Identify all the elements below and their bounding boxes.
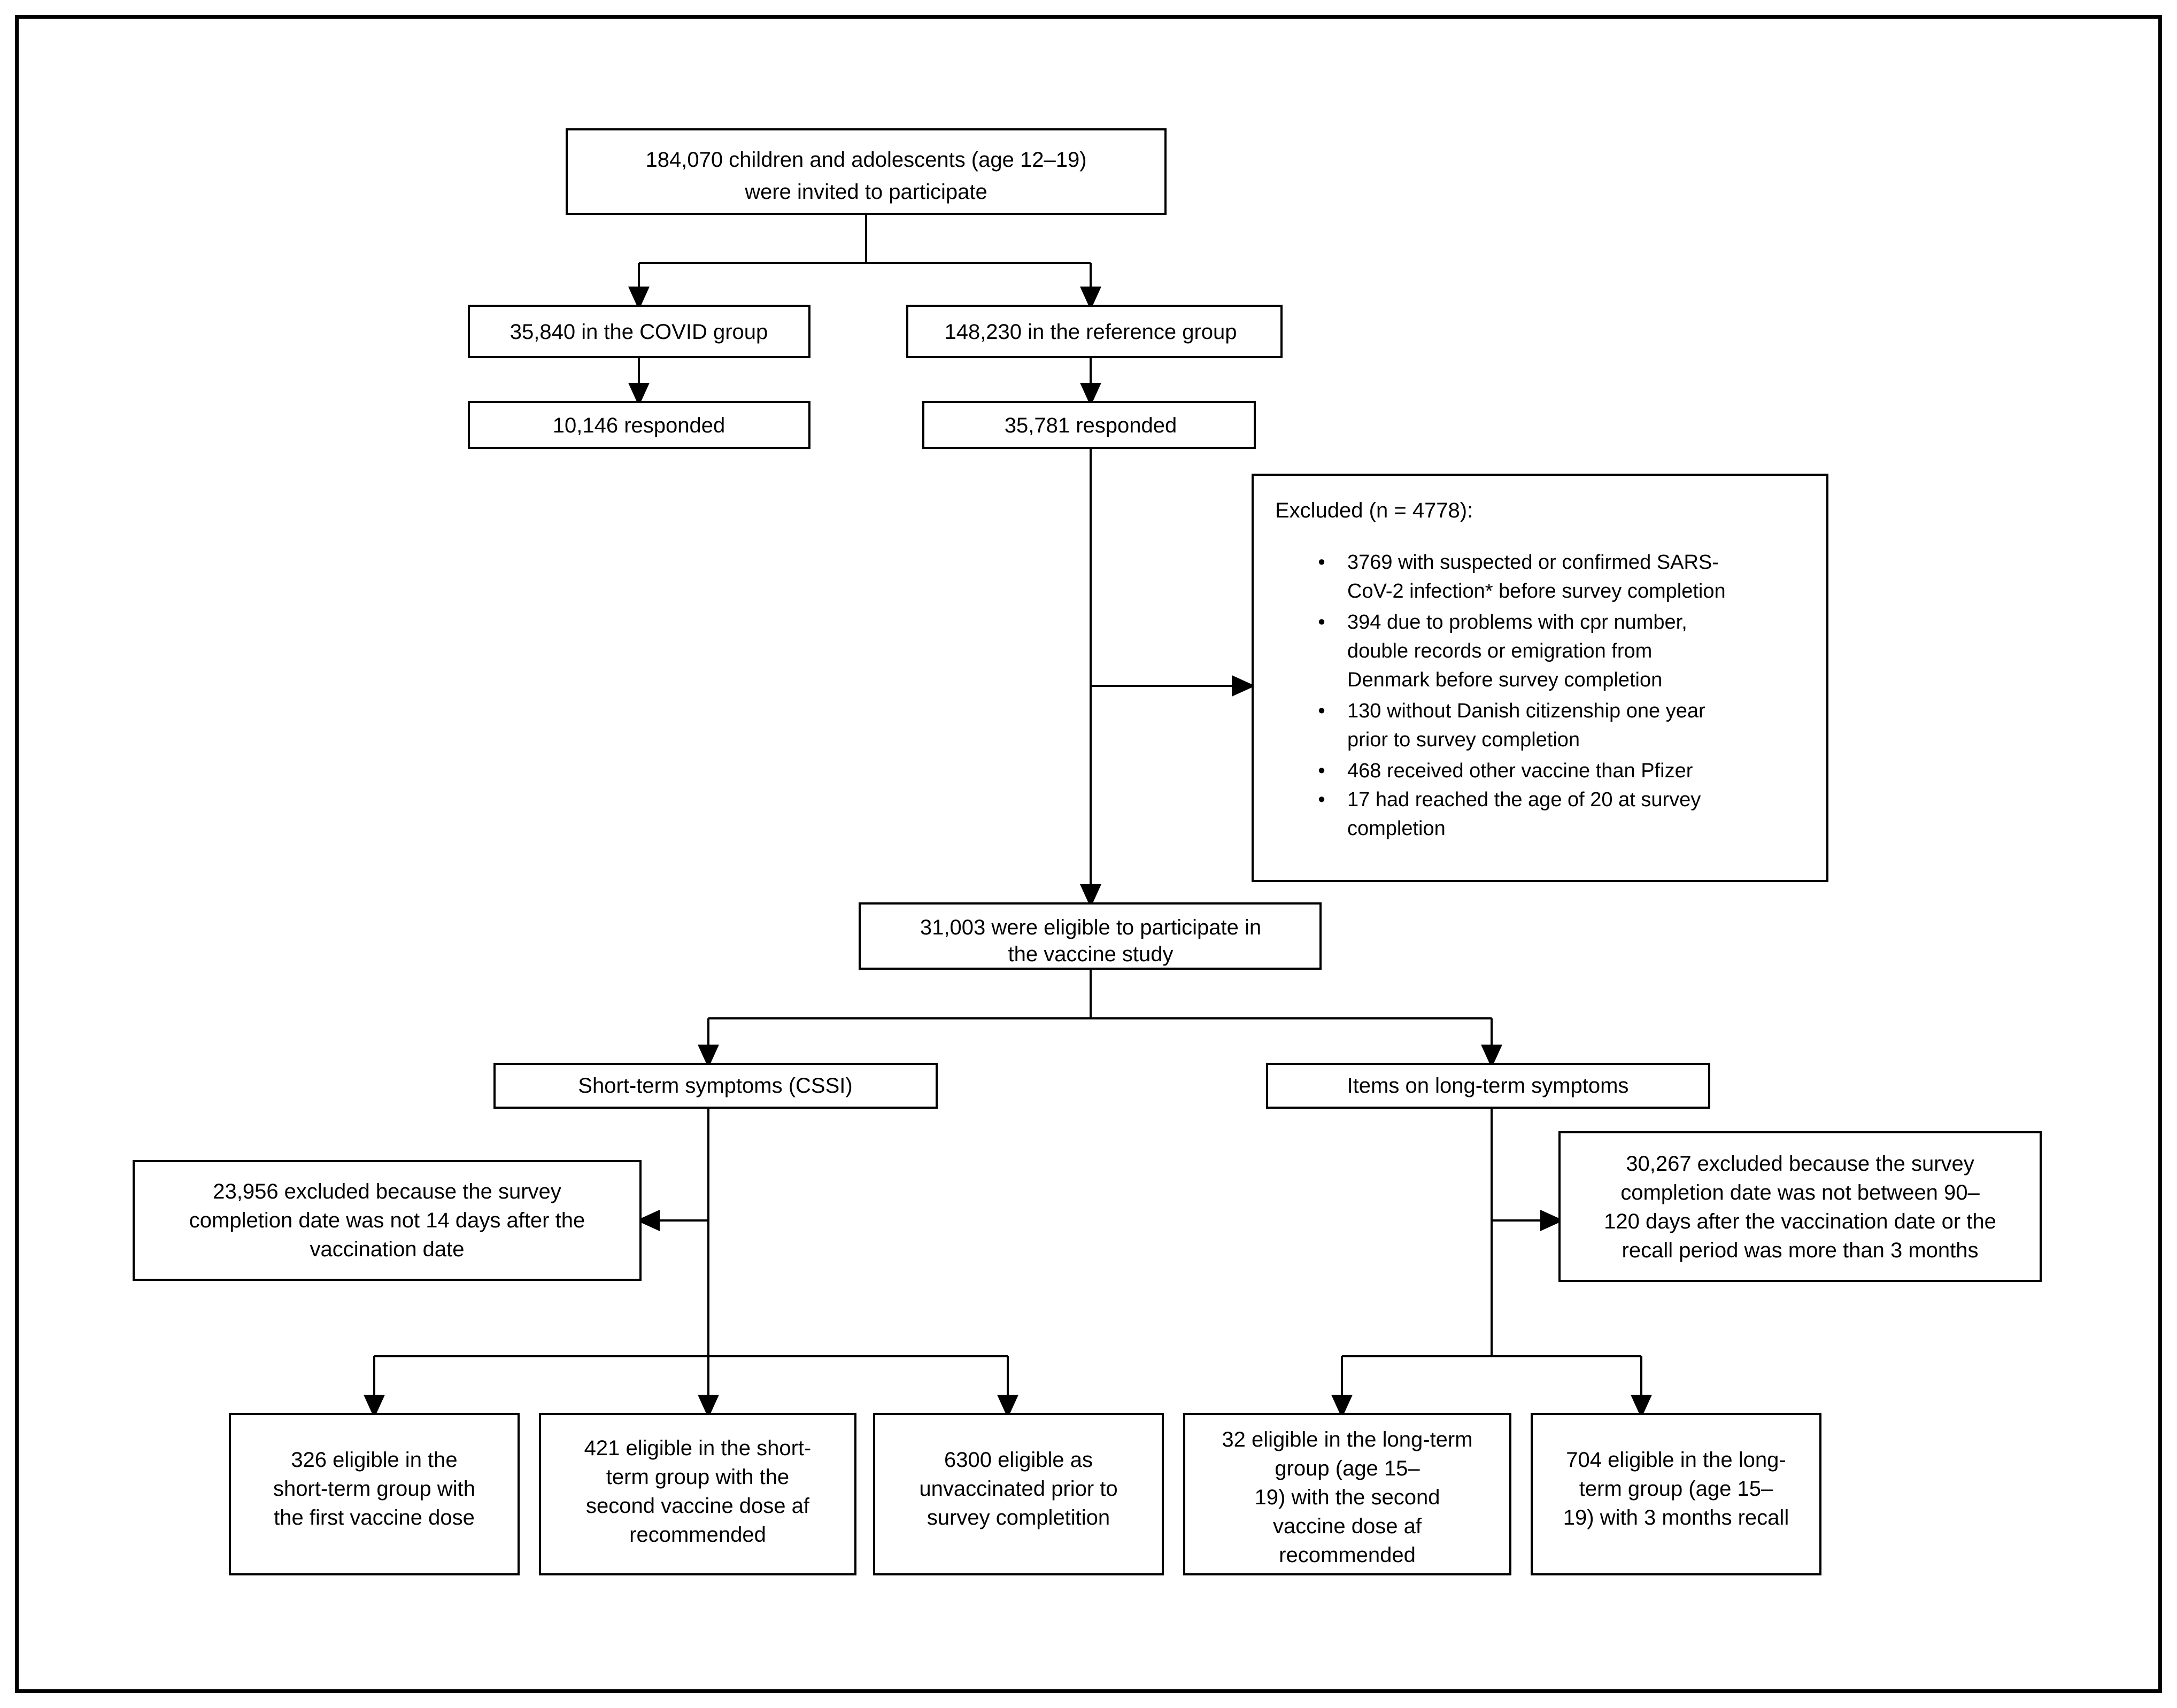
node-short-second-dose-box[interactable] [539, 1413, 856, 1575]
node-long-second-dose-box[interactable] [1183, 1413, 1511, 1575]
node-long-second-dose-line-4: recommended [1279, 1543, 1416, 1567]
node-reference-responded-line-0: 35,781 responded [1005, 414, 1177, 437]
node-short-term-line-0: Short-term symptoms (CSSI) [578, 1074, 852, 1098]
bullet-dot-1: • [1318, 551, 1325, 574]
node-excluded-long-line-1: completion date was not between 90– [1620, 1181, 1980, 1204]
node-excluded-long[interactable]: 30,267 excluded because the survey compl… [1558, 1131, 2042, 1282]
node-long-term-items-line-0: Items on long-term symptoms [1347, 1074, 1629, 1098]
bullet-dot-4: • [1318, 760, 1325, 782]
node-long-recall-line-2: 19) with 3 months recall [1563, 1506, 1789, 1529]
excluded-bullet-2-line-2: Denmark before survey completion [1347, 669, 1662, 691]
node-reference-responded[interactable]: 35,781 responded [922, 401, 1256, 449]
node-short-second-dose[interactable]: 421 eligible in the short- term group wi… [539, 1413, 856, 1575]
node-short-second-dose-line-3: recommended [629, 1523, 766, 1547]
excluded-bullet-2-line-0: 394 due to problems with cpr number, [1347, 611, 1687, 633]
node-reference-responded-box[interactable] [922, 401, 1256, 449]
node-short-second-dose-line-0: 421 eligible in the short- [584, 1436, 812, 1460]
node-excluded-long-line-3: recall period was more than 3 months [1622, 1239, 1979, 1262]
node-short-first-dose-box[interactable] [229, 1413, 520, 1575]
node-invited[interactable]: 184,070 children and adolescents (age 12… [566, 128, 1167, 215]
node-long-recall-line-1: term group (age 15– [1579, 1477, 1773, 1501]
excluded-bullet-5-line-1: completion [1347, 817, 1446, 840]
node-excluded-short-line-1: completion date was not 14 days after th… [189, 1209, 585, 1232]
excluded-bullet-1-line-1: CoV-2 infection* before survey completio… [1347, 580, 1726, 602]
excluded-bullet-4-line-0: 468 received other vaccine than Pfizer [1347, 760, 1693, 782]
node-short-term-box[interactable] [493, 1063, 938, 1109]
node-eligible-vaccine[interactable]: 31,003 were eligible to participate in t… [859, 902, 1322, 970]
bullet-dot-2: • [1318, 611, 1325, 633]
node-long-second-dose[interactable]: 32 eligible in the long-term group (age … [1183, 1413, 1511, 1575]
node-long-second-dose-line-1: group (age 15– [1275, 1457, 1420, 1480]
node-excluded-long-line-0: 30,267 excluded because the survey [1626, 1152, 1974, 1176]
node-long-term-items[interactable]: Items on long-term symptoms [1266, 1063, 1710, 1109]
bullet-dot-5: • [1318, 789, 1325, 811]
node-long-recall-box[interactable] [1531, 1413, 1821, 1575]
node-reference-group-line-0: 148,230 in the reference group [944, 320, 1237, 344]
node-covid-group-line-0: 35,840 in the COVID group [510, 320, 768, 344]
node-long-second-dose-line-2: 19) with the second [1255, 1486, 1440, 1509]
excluded-bullet-1-line-0: 3769 with suspected or confirmed SARS- [1347, 551, 1719, 574]
node-short-first-dose[interactable]: 326 eligible in the short-term group wit… [229, 1413, 520, 1575]
node-unvaccinated[interactable]: 6300 eligible as unvaccinated prior to s… [873, 1413, 1164, 1575]
node-eligible-line-1: the vaccine study [1008, 942, 1173, 966]
node-covid-group-box[interactable] [468, 305, 810, 358]
node-long-term-items-box[interactable] [1266, 1063, 1710, 1109]
node-short-second-dose-line-1: term group with the [606, 1465, 789, 1489]
node-excluded-long-line-2: 120 days after the vaccination date or t… [1604, 1210, 1996, 1233]
node-excluded[interactable]: Excluded (n = 4778): • 3769 with suspect… [1252, 474, 1828, 882]
node-short-term[interactable]: Short-term symptoms (CSSI) [493, 1063, 938, 1109]
connector-layer [364, 214, 1652, 1418]
node-excluded-short-line-0: 23,956 excluded because the survey [213, 1180, 561, 1203]
node-eligible-vaccine-box[interactable] [859, 902, 1322, 970]
node-reference-group[interactable]: 148,230 in the reference group [906, 305, 1283, 358]
node-excluded-short-box[interactable] [133, 1160, 642, 1281]
node-reference-group-box[interactable] [906, 305, 1283, 358]
node-excluded-short[interactable]: 23,956 excluded because the survey compl… [133, 1160, 642, 1281]
node-invited-line-1: were invited to participate [744, 180, 987, 204]
node-short-first-dose-line-0: 326 eligible in the [291, 1448, 457, 1472]
node-excluded-heading: Excluded (n = 4778): [1275, 499, 1473, 522]
excluded-bullet-5-line-0: 17 had reached the age of 20 at survey [1347, 789, 1701, 811]
node-unvaccinated-box[interactable] [873, 1413, 1164, 1575]
node-long-recall[interactable]: 704 eligible in the long- term group (ag… [1531, 1413, 1821, 1575]
node-excluded-long-box[interactable] [1558, 1131, 2042, 1282]
node-invited-line-0: 184,070 children and adolescents (age 12… [645, 148, 1086, 172]
node-long-second-dose-line-0: 32 eligible in the long-term [1222, 1428, 1472, 1451]
bullet-dot-3: • [1318, 700, 1325, 722]
node-covid-responded-box[interactable] [468, 401, 810, 449]
node-long-recall-line-0: 704 eligible in the long- [1566, 1448, 1786, 1472]
node-eligible-line-0: 31,003 were eligible to participate in [920, 916, 1261, 939]
node-long-second-dose-line-3: vaccine dose af [1273, 1514, 1422, 1538]
node-excluded-box[interactable] [1252, 474, 1828, 882]
node-unvaccinated-line-1: unvaccinated prior to [919, 1477, 1117, 1501]
node-short-first-dose-line-2: the first vaccine dose [274, 1506, 475, 1529]
node-short-first-dose-line-1: short-term group with [273, 1477, 475, 1501]
node-covid-responded-line-0: 10,146 responded [553, 414, 725, 437]
excluded-bullet-3-line-1: prior to survey completion [1347, 729, 1580, 751]
node-excluded-short-line-2: vaccination date [310, 1238, 464, 1261]
node-unvaccinated-line-2: survey completition [927, 1506, 1110, 1529]
node-covid-group[interactable]: 35,840 in the COVID group [468, 305, 810, 358]
node-unvaccinated-line-0: 6300 eligible as [944, 1448, 1093, 1472]
excluded-bullet-3-line-0: 130 without Danish citizenship one year [1347, 700, 1705, 722]
node-invited-box[interactable] [566, 128, 1167, 215]
node-short-second-dose-line-2: second vaccine dose af [586, 1494, 810, 1518]
excluded-bullet-2-line-1: double records or emigration from [1347, 640, 1652, 662]
node-covid-responded[interactable]: 10,146 responded [468, 401, 810, 449]
